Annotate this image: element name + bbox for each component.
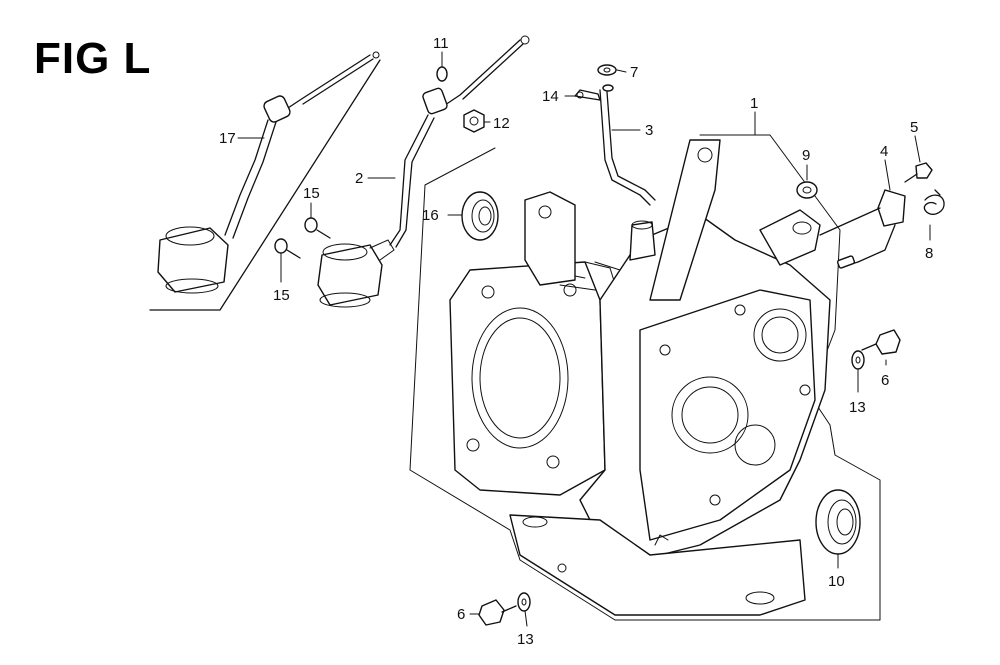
cylinder-block bbox=[449, 139, 831, 616]
callout-9: 9 bbox=[802, 147, 810, 164]
oil-level-switch-4 bbox=[819, 189, 906, 269]
washer-13-right bbox=[851, 350, 865, 370]
callout-6-bottom: 6 bbox=[457, 606, 465, 623]
callout-13-right: 13 bbox=[849, 399, 866, 416]
washer-13-bottom bbox=[517, 592, 531, 612]
callout-15-upper: 15 bbox=[303, 185, 320, 202]
callout-15-lower: 15 bbox=[273, 287, 290, 304]
oil-seal-16 bbox=[461, 191, 499, 241]
callout-7: 7 bbox=[630, 64, 638, 81]
callout-16: 16 bbox=[422, 207, 439, 224]
callout-10: 10 bbox=[828, 573, 845, 590]
clip-8 bbox=[923, 189, 945, 215]
callout-13-bottom: 13 bbox=[517, 631, 534, 648]
screw-15-lower bbox=[274, 238, 301, 259]
washer-7 bbox=[597, 64, 617, 76]
callout-1: 1 bbox=[750, 95, 758, 112]
grommet-9 bbox=[796, 181, 818, 199]
callout-14: 14 bbox=[542, 88, 559, 105]
pin-14 bbox=[574, 89, 601, 101]
callout-12: 12 bbox=[493, 115, 510, 132]
governor-arm bbox=[599, 84, 656, 206]
callout-17: 17 bbox=[219, 130, 236, 147]
oil-alert-kit-17 bbox=[157, 51, 380, 294]
oil-seal-10 bbox=[815, 489, 861, 555]
washer-11 bbox=[436, 66, 448, 82]
callout-labels: 1 2 3 4 5 6 6 7 8 9 10 11 12 13 13 14 15… bbox=[219, 35, 933, 648]
leader-lines bbox=[237, 51, 931, 627]
callout-4: 4 bbox=[880, 143, 888, 160]
callout-5: 5 bbox=[910, 119, 918, 136]
oil-sensor-assembly-2 bbox=[317, 35, 530, 308]
nut-12 bbox=[463, 109, 485, 133]
callout-6-right: 6 bbox=[881, 372, 889, 389]
screw-5 bbox=[904, 162, 933, 183]
kit-separator bbox=[149, 59, 381, 311]
screw-15-upper bbox=[304, 217, 331, 239]
callout-2: 2 bbox=[355, 170, 363, 187]
figure-title: FIG L bbox=[34, 34, 152, 83]
callout-8: 8 bbox=[925, 245, 933, 262]
callout-11: 11 bbox=[433, 35, 449, 52]
flange-bolt-6-right bbox=[861, 329, 901, 355]
callout-3: 3 bbox=[645, 122, 653, 139]
flange-bolt-6-bottom bbox=[478, 599, 517, 626]
